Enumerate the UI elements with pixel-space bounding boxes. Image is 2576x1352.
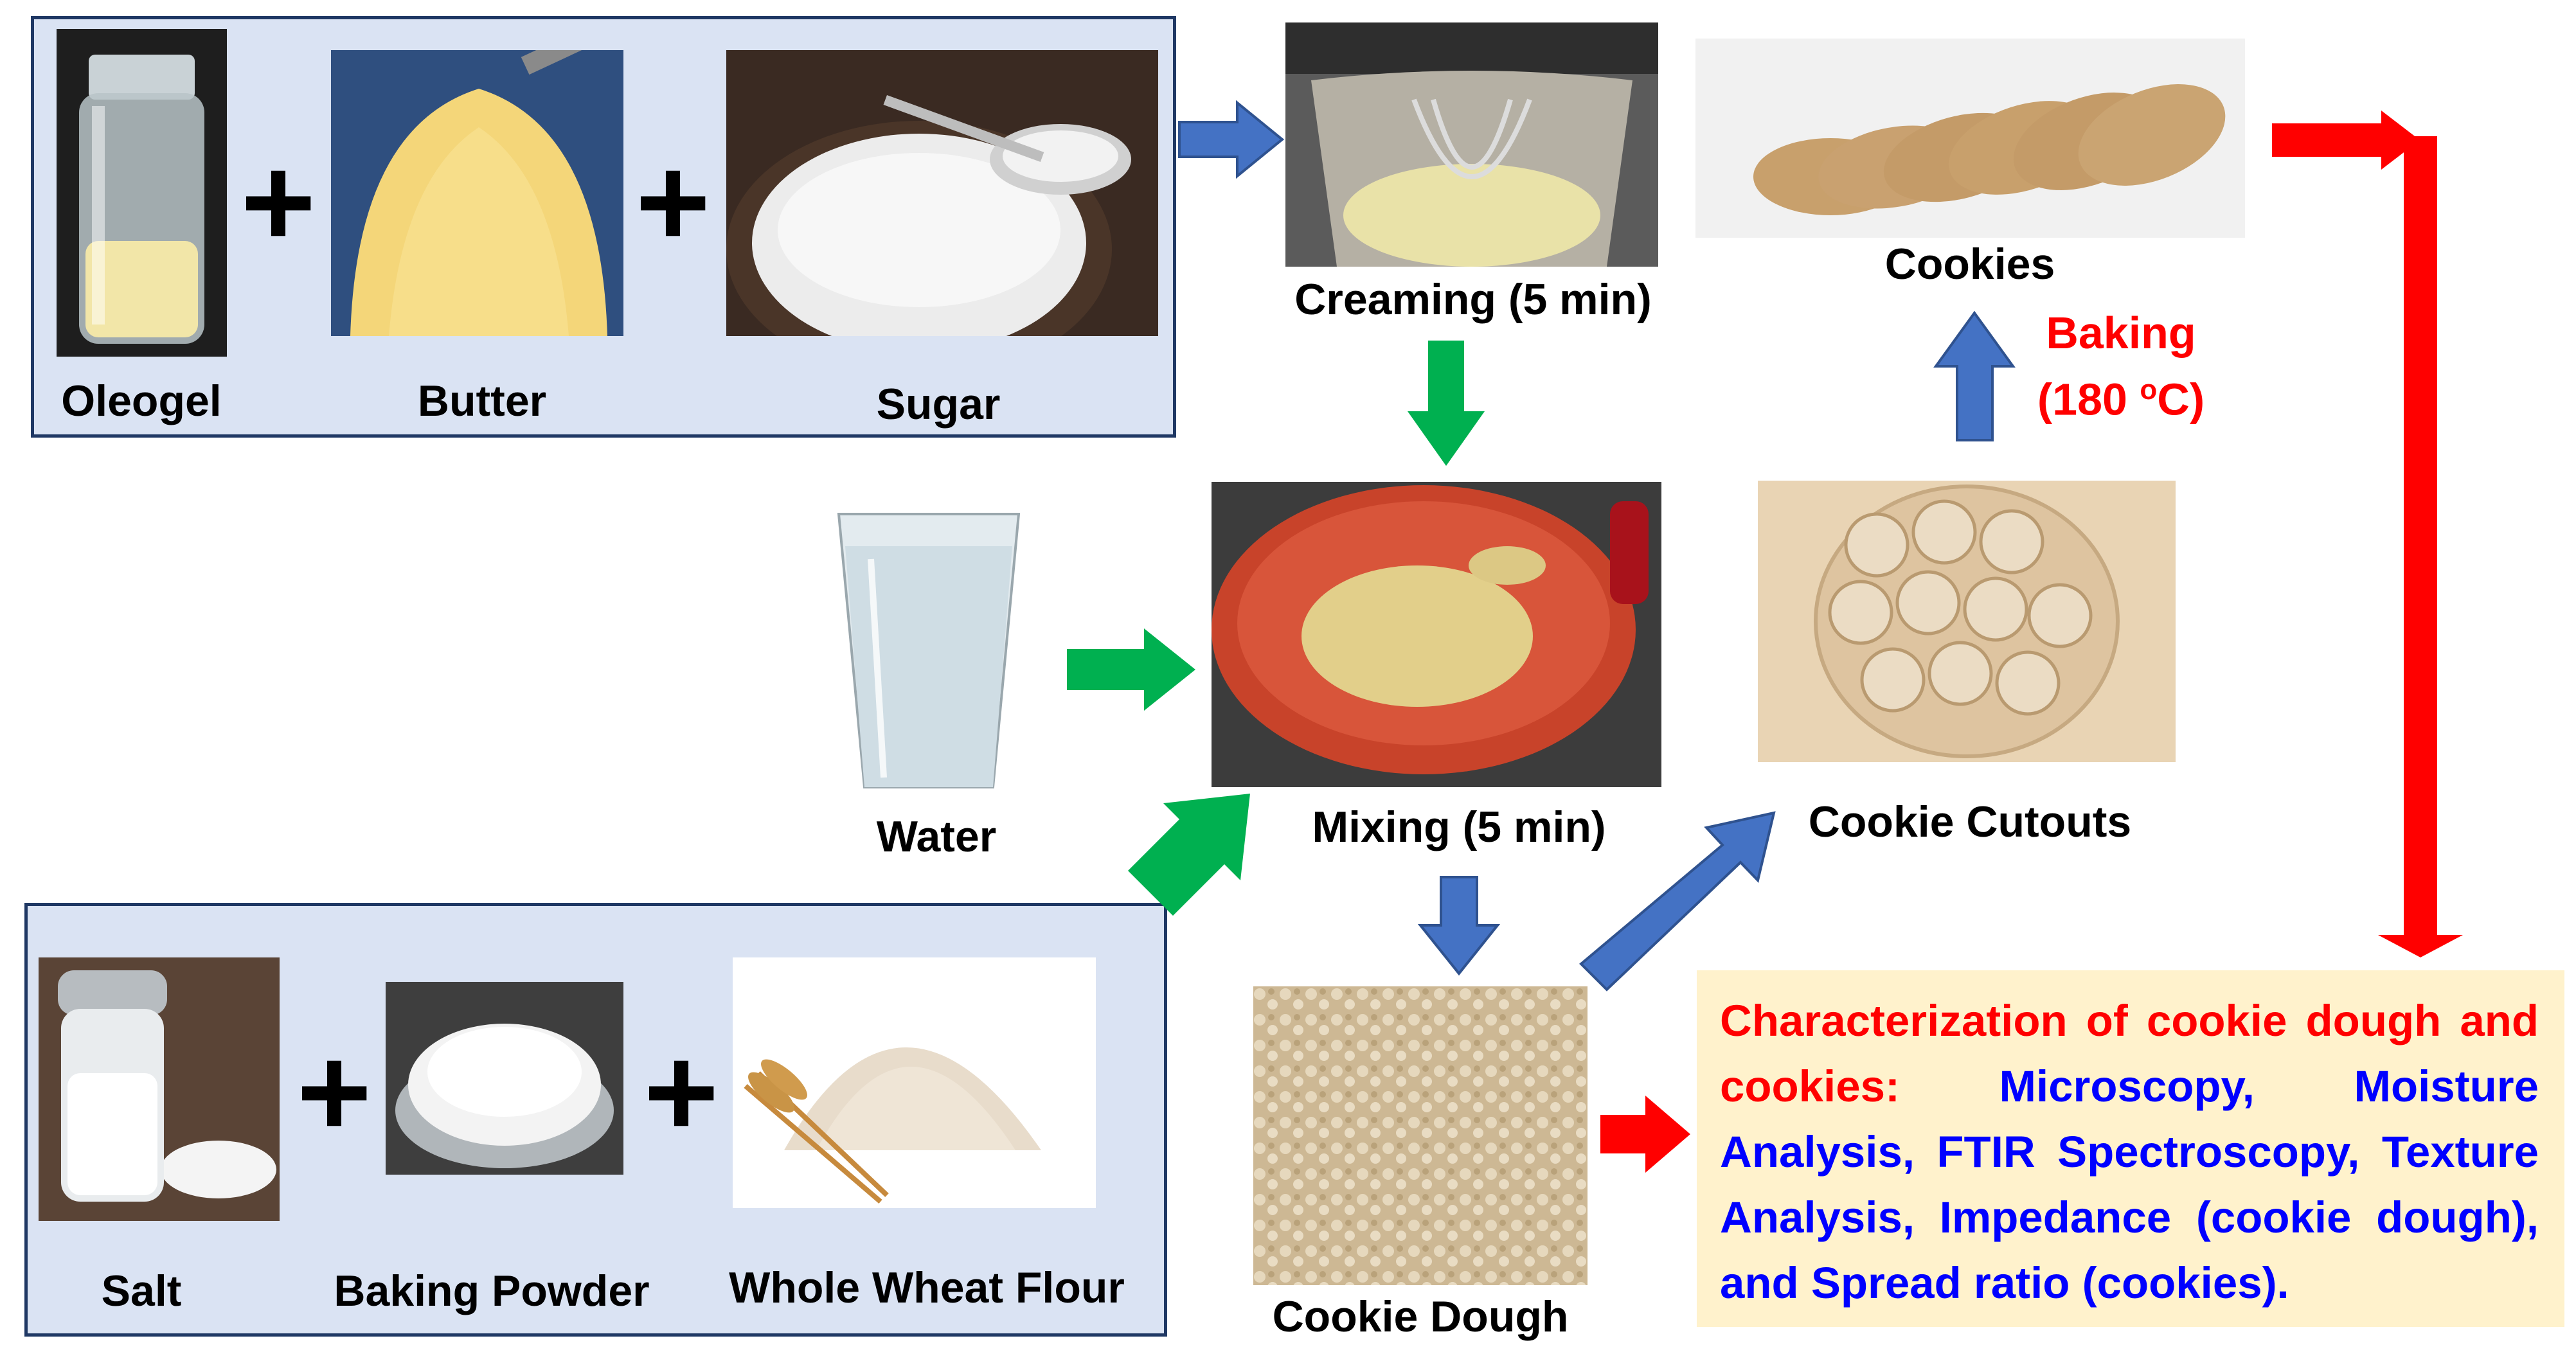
baking-temperature: (180 oC) bbox=[2037, 376, 2205, 422]
water-glass-image bbox=[832, 508, 1025, 794]
plus-sign: + bbox=[635, 130, 711, 274]
arrow-cutouts-to-cookies bbox=[1933, 310, 2016, 441]
cookie-dough-label: Cookie Dough bbox=[1272, 1292, 1569, 1341]
cookies-label: Cookies bbox=[1884, 240, 2055, 289]
baking-powder-label: Baking Powder bbox=[334, 1267, 650, 1315]
butter-image bbox=[331, 50, 623, 336]
baking-label: Baking bbox=[2046, 310, 2196, 355]
characterization-details: Microscopy, Moisture Analysis, FTIR Spec… bbox=[1720, 1062, 2539, 1308]
salt-label: Salt bbox=[101, 1267, 182, 1315]
creaming-mixer-image bbox=[1285, 22, 1658, 267]
arrow-dough-to-cutouts bbox=[1579, 811, 1776, 992]
cookie-cutouts-image bbox=[1758, 481, 2176, 762]
characterization-text: Characterization of cookie dough and coo… bbox=[1720, 988, 2539, 1316]
oleogel-label: Oleogel bbox=[61, 377, 222, 425]
whole-wheat-flour-label: Whole Wheat Flour bbox=[729, 1263, 1125, 1312]
arrow-creaming-to-mixing bbox=[1408, 341, 1485, 466]
creaming-label: Creaming (5 min) bbox=[1294, 275, 1652, 324]
sugar-label: Sugar bbox=[876, 380, 1001, 429]
baking-temp-value: (180 bbox=[2037, 374, 2140, 425]
arrow-water-to-mixing bbox=[1067, 628, 1195, 711]
plus-sign: + bbox=[643, 1020, 719, 1164]
arrow-mixing-to-dough bbox=[1417, 876, 1501, 976]
mixing-bowl-image bbox=[1212, 482, 1661, 787]
plus-sign: + bbox=[296, 1020, 372, 1164]
arrow-red-vertical-shaft bbox=[2404, 136, 2437, 936]
plus-sign: + bbox=[240, 130, 316, 274]
sugar-bowl-image bbox=[726, 50, 1158, 336]
butter-label: Butter bbox=[417, 377, 547, 425]
baking-word: Baking bbox=[2046, 308, 2196, 358]
oleogel-jar-image bbox=[57, 29, 227, 357]
mixing-label: Mixing (5 min) bbox=[1312, 803, 1606, 851]
cookies-image bbox=[1695, 39, 2245, 238]
whole-wheat-flour-image bbox=[733, 957, 1096, 1208]
arrow-red-vertical-head bbox=[2378, 935, 2463, 957]
salt-shaker-image bbox=[39, 957, 280, 1221]
arrow-dough-to-characterization bbox=[1600, 1096, 1690, 1173]
cookie-cutouts-label: Cookie Cutouts bbox=[1808, 797, 2132, 846]
cookie-dough-image bbox=[1253, 986, 1588, 1285]
baking-temp-unit: C) bbox=[2157, 374, 2205, 425]
water-label: Water bbox=[876, 812, 997, 861]
arrow-flour-to-mixing bbox=[1128, 794, 1250, 916]
baking-powder-image bbox=[386, 982, 623, 1175]
degree-symbol: o bbox=[2140, 374, 2158, 405]
arrow-to-creaming bbox=[1178, 100, 1285, 179]
characterization-box: Characterization of cookie dough and coo… bbox=[1697, 970, 2564, 1327]
arrow-cookies-to-characterization bbox=[2272, 111, 2420, 170]
characterization-heading: Characterization of cookie dough and coo… bbox=[1720, 996, 2539, 1111]
